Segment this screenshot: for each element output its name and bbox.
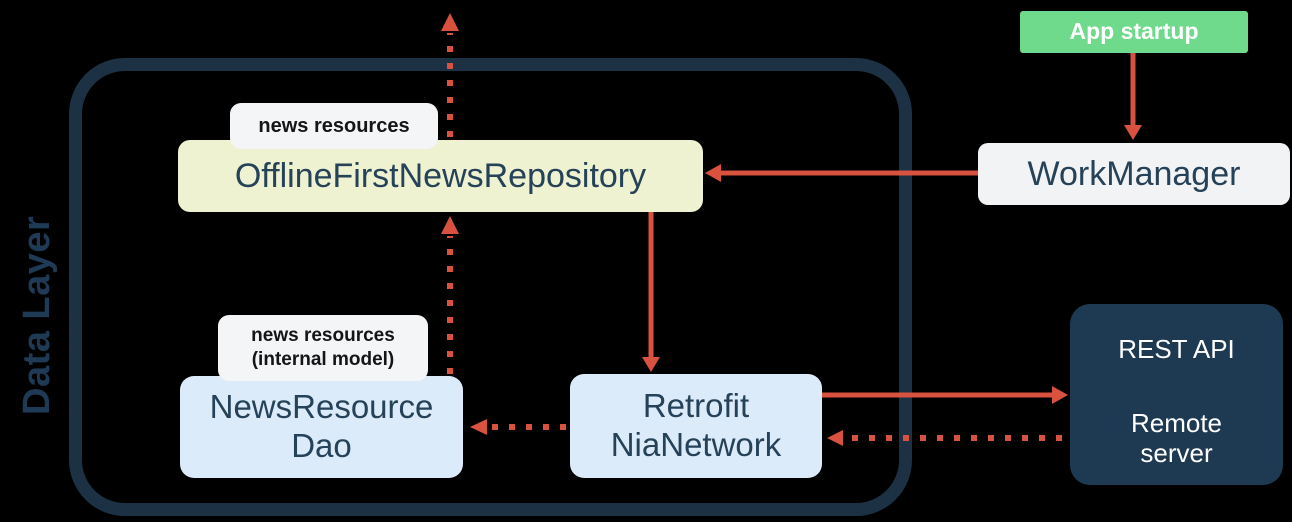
node-label-line1: Retrofit <box>642 387 750 425</box>
node-label-line2: NiaNetwork <box>610 426 782 463</box>
node-app-startup: App startup <box>1020 11 1248 53</box>
node-label-line1: Remote <box>1130 407 1223 438</box>
tag-label-line2: (internal model) <box>251 349 395 370</box>
tag-label: news resources <box>258 114 410 137</box>
node-retrofit-nianetwork: Retrofit NiaNetwork <box>570 374 822 478</box>
node-offline-first-news-repository: OfflineFirstNewsRepository <box>178 140 703 212</box>
tag-news-resources-internal-model: news resources (internal model) <box>218 315 428 381</box>
node-label: App startup <box>1069 18 1199 45</box>
data-layer-label: Data Layer <box>16 215 58 415</box>
tag-label-line1: news resources <box>251 325 395 347</box>
node-label: OfflineFirstNewsRepository <box>234 156 647 195</box>
node-label: WorkManager <box>1027 154 1241 193</box>
node-title: REST API <box>1118 334 1235 364</box>
node-label-line2: server <box>1140 438 1213 469</box>
arrow-app-startup-to-workmanager-icon <box>1124 53 1142 140</box>
node-rest-api-remote-server: REST API Remote server <box>1070 304 1283 485</box>
node-news-resource-dao: NewsResource Dao <box>180 376 463 478</box>
node-label-line2: Dao <box>291 427 352 464</box>
tag-news-resources: news resources <box>230 103 438 149</box>
node-label-line1: NewsResource <box>209 388 434 426</box>
node-workmanager: WorkManager <box>978 143 1290 205</box>
